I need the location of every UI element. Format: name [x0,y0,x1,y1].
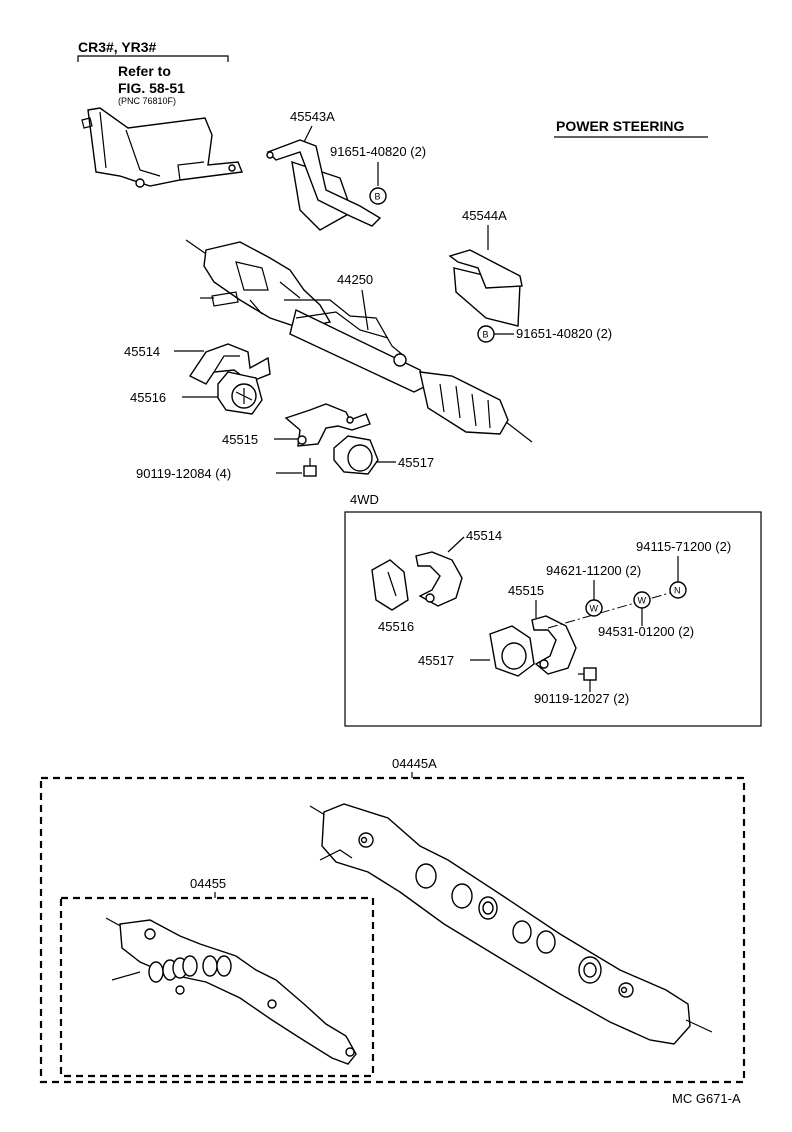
washer-w-mark-b: W [638,596,647,606]
kit-04445A-rack-drawing [309,803,713,1045]
bushing-45516-drawing [217,371,263,415]
section-title: POWER STEERING [556,118,684,134]
leader-45543A [303,125,313,143]
kit-04445A-box [39,776,746,1084]
fourwd-bushing-45517-drawing [489,625,535,677]
fourwd-94115-label: 94115-71200 (2) [636,539,731,554]
part-45544A-label: 45544A [462,208,507,223]
bolt-b-mark-mid: B [483,330,489,340]
fourwd-94621-label: 94621-11200 (2) [546,563,641,578]
kit-04455-label: 04455 [190,876,226,891]
nut-n-mark: N [674,586,681,596]
part-45517-label: 45517 [398,455,434,470]
refer-figure: FIG. 58-51 [118,80,185,96]
fourwd-assembly-axis [547,589,681,629]
cover-assembly-drawing [81,107,243,188]
fourwd-bracket-45514-drawing [415,551,463,607]
fourwd-45515-label: 45515 [508,583,544,598]
washer-w-callout-a [585,599,603,617]
part-45516-label: 45516 [130,390,166,405]
fourwd-45516-label: 45516 [378,619,414,634]
part-91651-top-label: 91651-40820 (2) [330,144,426,159]
variant-label: CR3#, YR3# [78,39,157,55]
kit-04445A-label: 04445A [392,756,437,771]
bolt-90119-12084-drawing [303,458,317,477]
fourwd-90119-label: 90119-12027 (2) [534,691,629,706]
nut-n-callout [669,581,687,599]
part-45543A-label: 45543A [290,109,335,124]
refer-pnc: (PNC 76810F) [118,96,176,106]
fourwd-bushing-45516-drawing [371,559,409,611]
kit-04455-box [59,896,375,1078]
fourwd-box [344,511,762,727]
bolt-b-mark-top: B [375,192,381,202]
part-90119-12084-label: 90119-12084 (4) [136,466,231,481]
fourwd-title: 4WD [350,492,379,507]
variant-bracket [77,55,229,62]
leader-44250 [361,289,369,331]
fourwd-45514-label: 45514 [466,528,502,543]
steering-rack-drawing [185,239,533,443]
fourwd-94531-label: 94531-01200 (2) [598,624,694,639]
part-91651-mid-label: 91651-40820 (2) [516,326,612,341]
part-45515-label: 45515 [222,432,258,447]
bracket-45515-drawing [284,403,371,447]
fourwd-bolt-90119-12027-drawing [578,667,597,681]
part-45514-label: 45514 [124,344,160,359]
fourwd-leader-45514 [447,536,465,553]
bolt-b-callout-top [369,187,387,205]
plate-45543A-drawing [266,139,382,231]
part-44250-label: 44250 [337,272,373,287]
fourwd-bracket-45515-drawing [531,615,577,675]
bushing-45517-drawing [333,435,379,475]
figure-code: MC G671-A [672,1091,741,1106]
plate-45544A-drawing [448,249,523,327]
refer-label: Refer to [118,63,171,79]
kit-04455-rack-drawing [105,917,357,1065]
washer-w-mark-a: W [590,604,599,614]
fourwd-45517-label: 45517 [418,653,454,668]
bracket-45514-drawing [188,343,271,385]
